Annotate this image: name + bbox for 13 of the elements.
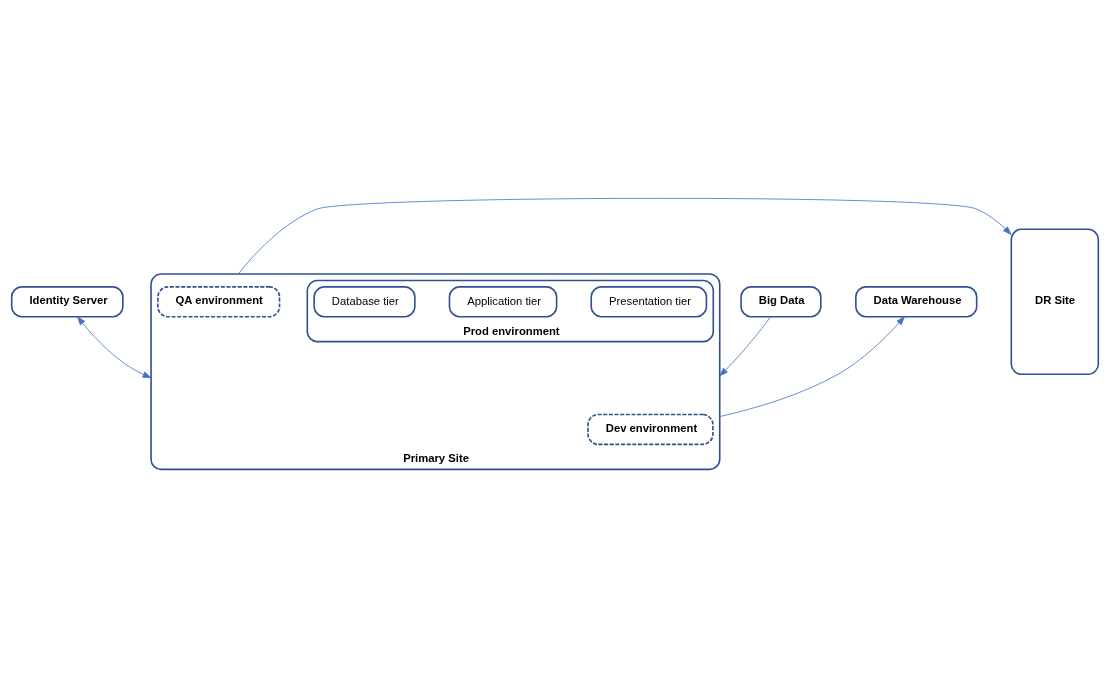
- node-box: QA environment: [157, 286, 281, 318]
- node-box: Database tier: [313, 286, 416, 318]
- node-box: Data Warehouse: [855, 286, 978, 318]
- node-box: Big Data: [740, 286, 822, 318]
- node-box: Presentation tier: [590, 286, 708, 318]
- arrow: [719, 316, 905, 417]
- arrow: [237, 197, 1012, 275]
- node-box: DR Site: [1010, 228, 1100, 376]
- node-box: Identity Server: [10, 286, 124, 318]
- arrow: [77, 316, 152, 379]
- node-box: Dev environment: [587, 413, 714, 446]
- node-box: Application tier: [448, 286, 558, 318]
- arrow: [719, 316, 771, 377]
